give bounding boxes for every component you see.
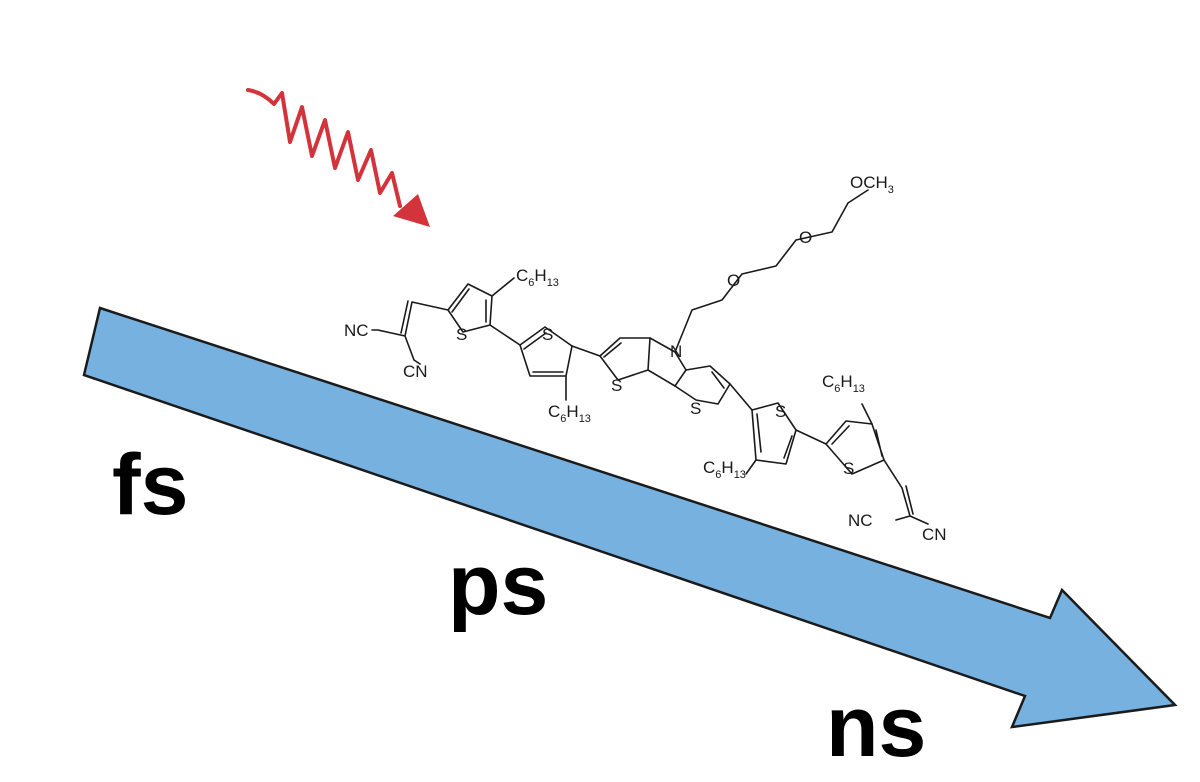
cn-left-label: CN	[403, 362, 428, 381]
link-2-core	[571, 345, 601, 357]
sulfur-label-5: S	[775, 402, 786, 421]
oxygen-label-2: O	[799, 228, 812, 247]
sulfur-label-4: S	[690, 399, 701, 418]
photon-arrowhead	[393, 194, 430, 227]
core-right-thiophene	[674, 365, 731, 405]
sulfur-label-2: S	[542, 325, 553, 344]
link-core-3	[729, 383, 753, 411]
thiophene-3	[751, 402, 797, 465]
link-3-4	[795, 429, 827, 445]
side-chain	[674, 189, 869, 353]
methoxy-label: OCH3	[850, 173, 894, 196]
hexyl-bond-1	[491, 277, 515, 297]
hexyl-bond-3	[745, 459, 757, 475]
cn-right-label: CN	[922, 525, 947, 544]
core-left-thiophene	[599, 337, 651, 381]
photon-arrow	[246, 88, 430, 227]
hexyl-label-3: C6H13	[703, 458, 746, 481]
right-dicyano-bonds	[883, 459, 929, 525]
thiophene-2	[519, 326, 573, 377]
nitrogen-label: N	[670, 342, 682, 361]
molecule-structure: NC CN NC CN S S S S S S N O O OCH3 C6H13…	[344, 173, 947, 544]
sulfur-label-3: S	[611, 376, 622, 395]
timescale-arrow	[82, 306, 1178, 729]
hexyl-label-1: C6H13	[516, 266, 559, 289]
sulfur-label-1: S	[456, 325, 467, 344]
sulfur-label-6: S	[843, 459, 854, 478]
thiophene-1	[447, 283, 493, 333]
hexyl-label-2: C6H13	[548, 402, 591, 425]
label-ps: ps	[448, 537, 548, 633]
photon-wave	[246, 88, 402, 208]
link-1-2	[489, 324, 521, 346]
nc-right-label: NC	[848, 511, 873, 530]
nc-left-label: NC	[344, 321, 369, 340]
thiophene-4	[825, 420, 885, 475]
left-dicyano-bonds	[371, 300, 449, 365]
label-fs: fs	[112, 437, 188, 533]
label-ns: ns	[826, 679, 926, 775]
hexyl-label-4: C6H13	[822, 372, 865, 395]
oxygen-label-1: O	[727, 271, 740, 290]
hexyl-bond-4	[861, 403, 873, 425]
